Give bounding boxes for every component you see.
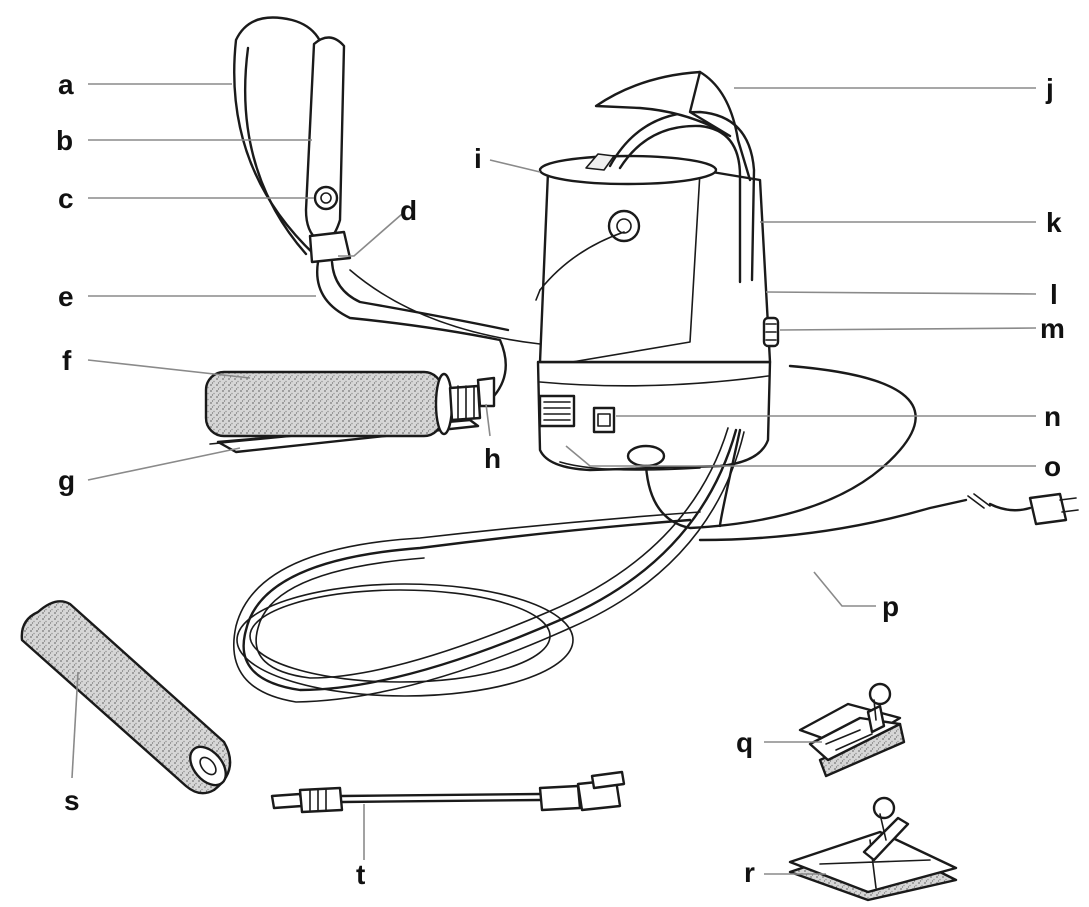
label-d: d <box>400 195 417 226</box>
part-labels: a b c d e f g h i j k l m n o p q r s t <box>56 69 1065 890</box>
label-f: f <box>62 345 72 376</box>
label-n: n <box>1044 401 1061 432</box>
label-b: b <box>56 125 73 156</box>
pressure-dial-icon <box>538 394 576 428</box>
power-switch-icon <box>592 406 616 434</box>
label-s: s <box>64 785 80 816</box>
top-holder <box>594 70 752 182</box>
container-lid-icon <box>538 154 718 186</box>
label-o: o <box>1044 451 1061 482</box>
corner-pad <box>798 682 906 778</box>
carry-handle <box>608 110 756 284</box>
label-c: c <box>58 183 74 214</box>
label-i: i <box>474 143 482 174</box>
label-r: r <box>744 857 755 888</box>
label-l: l <box>1050 279 1058 310</box>
label-e: e <box>58 281 74 312</box>
roller-handle <box>233 16 541 398</box>
label-a: a <box>58 69 74 100</box>
pressure-knob <box>762 316 780 348</box>
power-cord <box>698 428 1079 542</box>
spare-roller <box>20 600 232 795</box>
label-m: m <box>1040 313 1065 344</box>
paint-hose-coil <box>232 364 917 703</box>
hose-connector-icon <box>626 444 666 468</box>
extension-pole <box>270 770 626 814</box>
label-t: t <box>356 859 365 890</box>
flat-pad <box>788 796 958 902</box>
label-g: g <box>58 465 75 496</box>
label-q: q <box>736 727 753 758</box>
paint-roller <box>204 370 496 454</box>
leader-lines <box>71 83 1037 875</box>
label-j: j <box>1045 73 1054 104</box>
paint-container <box>535 153 772 364</box>
label-p: p <box>882 591 899 622</box>
label-k: k <box>1046 207 1062 238</box>
label-h: h <box>484 443 501 474</box>
